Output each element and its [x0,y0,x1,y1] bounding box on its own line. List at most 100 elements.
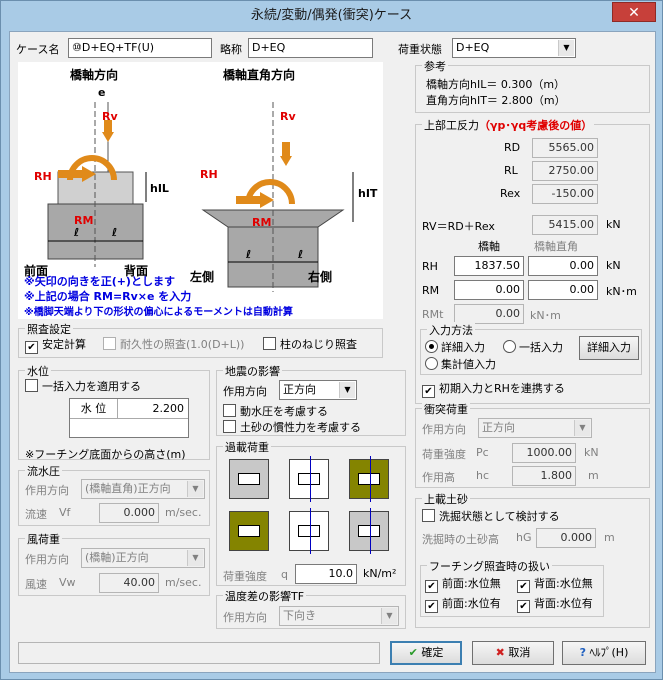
wind-group: 風荷重 作用方向 (橋軸)正方向▼ 風速 Vw 40.00 m/sec. [18,531,210,596]
flow-dir-label: 作用方向 [25,484,69,497]
front-water-checkbox[interactable]: ✔前面:水位有 [425,596,501,613]
water-level-group: 水位 一括入力を適用する 水 位 2.200 ※フーチング底面からの高さ(m) [18,363,210,461]
moment-arrow-right [245,179,295,205]
temperature-dir-select[interactable]: 下向き▼ [279,606,399,626]
note-rm: ※上記の場合 RM=Rv×e を入力 [24,290,192,303]
surcharge-pattern-1[interactable] [229,459,269,499]
rm-label-left: RM [74,214,94,227]
rex-label: Rex [500,187,521,200]
collision-dir-select[interactable]: 正方向▼ [478,418,592,438]
scour-depth-unit: m [604,531,615,544]
water-batch-checkbox[interactable]: 一括入力を適用する [25,379,141,395]
safety-checkbox[interactable]: ✔安定計算 [25,337,86,354]
reaction-group: 上部工反力（γp･γq考慮後の値） RD 5565.00 RL 2750.00 … [415,117,650,404]
l-label-right-1: ℓ [246,248,252,261]
rh-label-left: RH [34,170,52,183]
input-method-caption: 入力方法 [427,322,475,338]
scour-depth-label: 洗掘時の土砂高 [422,533,499,546]
rm-label: RM [422,284,440,297]
link-rh-checkbox[interactable]: ✔初期入力とRHを連携する [422,381,565,398]
detail-input-button[interactable]: 詳細入力 [579,336,639,360]
rmt-input[interactable]: 0.00 [454,304,524,324]
ok-button[interactable]: ✔ 確定 [390,641,462,665]
check-settings-group: 照査設定 ✔安定計算 耐久性の照査(1.0(D+L)) 柱のねじり照査 [18,321,383,358]
chevron-down-icon: ▼ [574,420,590,436]
abbr-input[interactable]: D+EQ [248,38,373,58]
surcharge-caption: 過載荷重 [223,439,271,455]
surcharge-pattern-6[interactable] [349,508,389,554]
collision-strength-label: 荷重強度 [422,448,466,461]
hydro-pressure-checkbox[interactable]: 動水圧を考慮する [223,404,328,420]
durability-checkbox[interactable]: 耐久性の照査(1.0(D+L)) [103,337,244,353]
case-name-input[interactable]: ⑩D+EQ+TF(U) [68,38,212,58]
rd-input[interactable]: 5565.00 [532,138,598,158]
flow-dir-select[interactable]: (橋軸直角)正方向▼ [81,479,205,499]
radio-detail[interactable]: 詳細入力 [425,340,485,356]
rl-input[interactable]: 2750.00 [532,161,598,181]
axis-direction-title: 橋軸方向 [70,68,119,82]
chevron-down-icon: ▼ [187,481,203,497]
surcharge-pattern-2[interactable] [289,456,329,502]
water-level-caption: 水位 [25,363,51,379]
load-state-label: 荷重状態 [398,43,442,56]
rh-perp-input[interactable]: 0.00 [528,256,598,276]
soil-inertia-checkbox[interactable]: 土砂の慣性力を考慮する [223,420,361,436]
note-eccentric: ※橋脚天端より下の形状の偏心によるモーメントは自動計算 [24,307,293,318]
footing-caption: フーチング照査時の扱い [427,558,552,574]
radio-batch[interactable]: 一括入力 [503,340,563,356]
close-button[interactable]: ✕ [612,2,656,22]
surcharge-input[interactable]: 10.0 [295,564,357,584]
left-side-label: 左側 [190,270,215,284]
surcharge-symbol: q [281,568,288,581]
collision-dir-label: 作用方向 [422,423,466,436]
top-soil-caption: 上載土砂 [422,491,470,507]
wind-dir-select[interactable]: (橋軸)正方向▼ [81,548,205,568]
quake-dir-select[interactable]: 正方向▼ [279,380,357,400]
flow-group: 流水圧 作用方向 (橋軸直角)正方向▼ 流速 Vf 0.000 m/sec. [18,463,210,526]
torsion-checkbox[interactable]: 柱のねじり照査 [263,337,357,353]
back-water-checkbox[interactable]: ✔背面:水位有 [517,596,593,613]
surcharge-unit: kN/m² [363,567,397,580]
cross-icon: ✖ [495,646,505,659]
rm-label-right: RM [252,216,272,229]
surcharge-pattern-3[interactable] [349,456,389,502]
radio-summary[interactable]: 集計値入力 [425,357,496,373]
rm-axis-input[interactable]: 0.00 [454,280,524,300]
scour-checkbox[interactable]: 洗掘状態として検討する [422,509,560,525]
flow-speed-symbol: Vf [59,506,71,519]
surcharge-pattern-5[interactable] [289,508,329,554]
surcharge-pattern-4[interactable] [229,511,269,551]
temperature-caption: 温度差の影響TF [223,588,307,604]
surcharge-strength-label: 荷重強度 [223,570,267,583]
back-label: 背面 [124,264,149,278]
load-state-select[interactable]: D+EQ ▼ [452,38,576,58]
back-no-water-checkbox[interactable]: ✔背面:水位無 [517,576,593,593]
wind-speed-input[interactable]: 40.00 [99,573,159,593]
temperature-group: 温度差の影響TF 作用方向 下向き▼ [216,588,406,629]
top-soil-group: 上載土砂 洗掘状態として検討する 洗掘時の土砂高 hG 0.000 m フーチン… [415,491,650,628]
reference-caption: 参考 [422,58,448,74]
rex-input[interactable]: -150.00 [532,184,598,204]
help-button[interactable]: ? ﾍﾙﾌﾟ(H) [562,641,646,665]
footing-group: フーチング照査時の扱い ✔前面:水位無 ✔背面:水位無 ✔前面:水位有 ✔背面:… [420,558,604,617]
reaction-caption: 上部工反力（γp･γq考慮後の値） [422,117,595,133]
rm-perp-input[interactable]: 0.00 [528,280,598,300]
cancel-button[interactable]: ✖ 取消 [472,641,554,665]
l-label-left-1: ℓ [74,226,80,239]
rv-input[interactable]: 5415.00 [532,215,598,235]
flow-speed-input[interactable]: 0.000 [99,503,159,523]
water-level-value[interactable]: 2.200 [118,399,188,419]
collision-caption: 衝突荷重 [422,401,470,417]
chevron-down-icon: ▼ [187,550,203,566]
front-label: 前面 [24,264,49,278]
right-side-label: 右側 [308,270,333,284]
rh-axis-input[interactable]: 1837.50 [454,256,524,276]
front-no-water-checkbox[interactable]: ✔前面:水位無 [425,576,501,593]
collision-height-input[interactable]: 1.800 [512,466,576,486]
wind-caption: 風荷重 [25,531,62,547]
collision-strength-input[interactable]: 1000.00 [512,443,576,463]
scour-depth-input[interactable]: 0.000 [536,528,596,548]
chevron-down-icon: ▼ [339,382,355,398]
check-icon: ✔ [408,646,418,659]
